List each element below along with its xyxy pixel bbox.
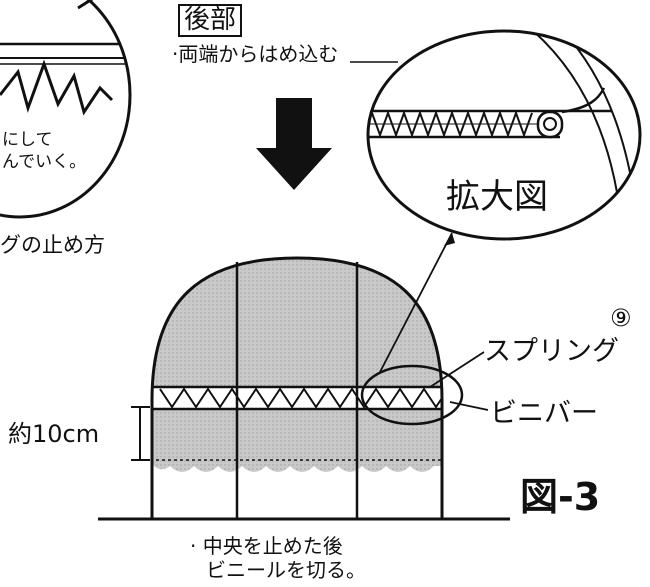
vinyl-bar-label: ビニバー bbox=[490, 398, 598, 429]
rear-label: 後部 bbox=[178, 4, 243, 37]
figure-label: 図-3 bbox=[520, 475, 601, 519]
rear-instruction: ·両端からはめ込む bbox=[172, 42, 339, 66]
top-left-caption: グの止め方 bbox=[0, 233, 105, 257]
bottom-note-line1: · 中央を止めた後 bbox=[190, 534, 343, 558]
magnified-label: 拡大図 bbox=[446, 177, 548, 217]
top-left-note-line2: んでいく。 bbox=[2, 152, 87, 172]
magnified-view-circle bbox=[350, 29, 642, 241]
callout-number: ⑨ bbox=[610, 304, 632, 332]
bottom-note-line2: ビニールを切る。 bbox=[206, 558, 366, 582]
callout-lines bbox=[131, 232, 489, 461]
spring-highlight-oval bbox=[360, 364, 464, 426]
down-arrow-icon bbox=[256, 98, 332, 190]
greenhouse-arch bbox=[98, 256, 510, 521]
height-label: 約10cm bbox=[8, 420, 100, 448]
top-left-note-line1: にして bbox=[2, 130, 53, 150]
spring-label: スプリング bbox=[484, 336, 619, 367]
top-left-detail-circle bbox=[0, 0, 132, 219]
